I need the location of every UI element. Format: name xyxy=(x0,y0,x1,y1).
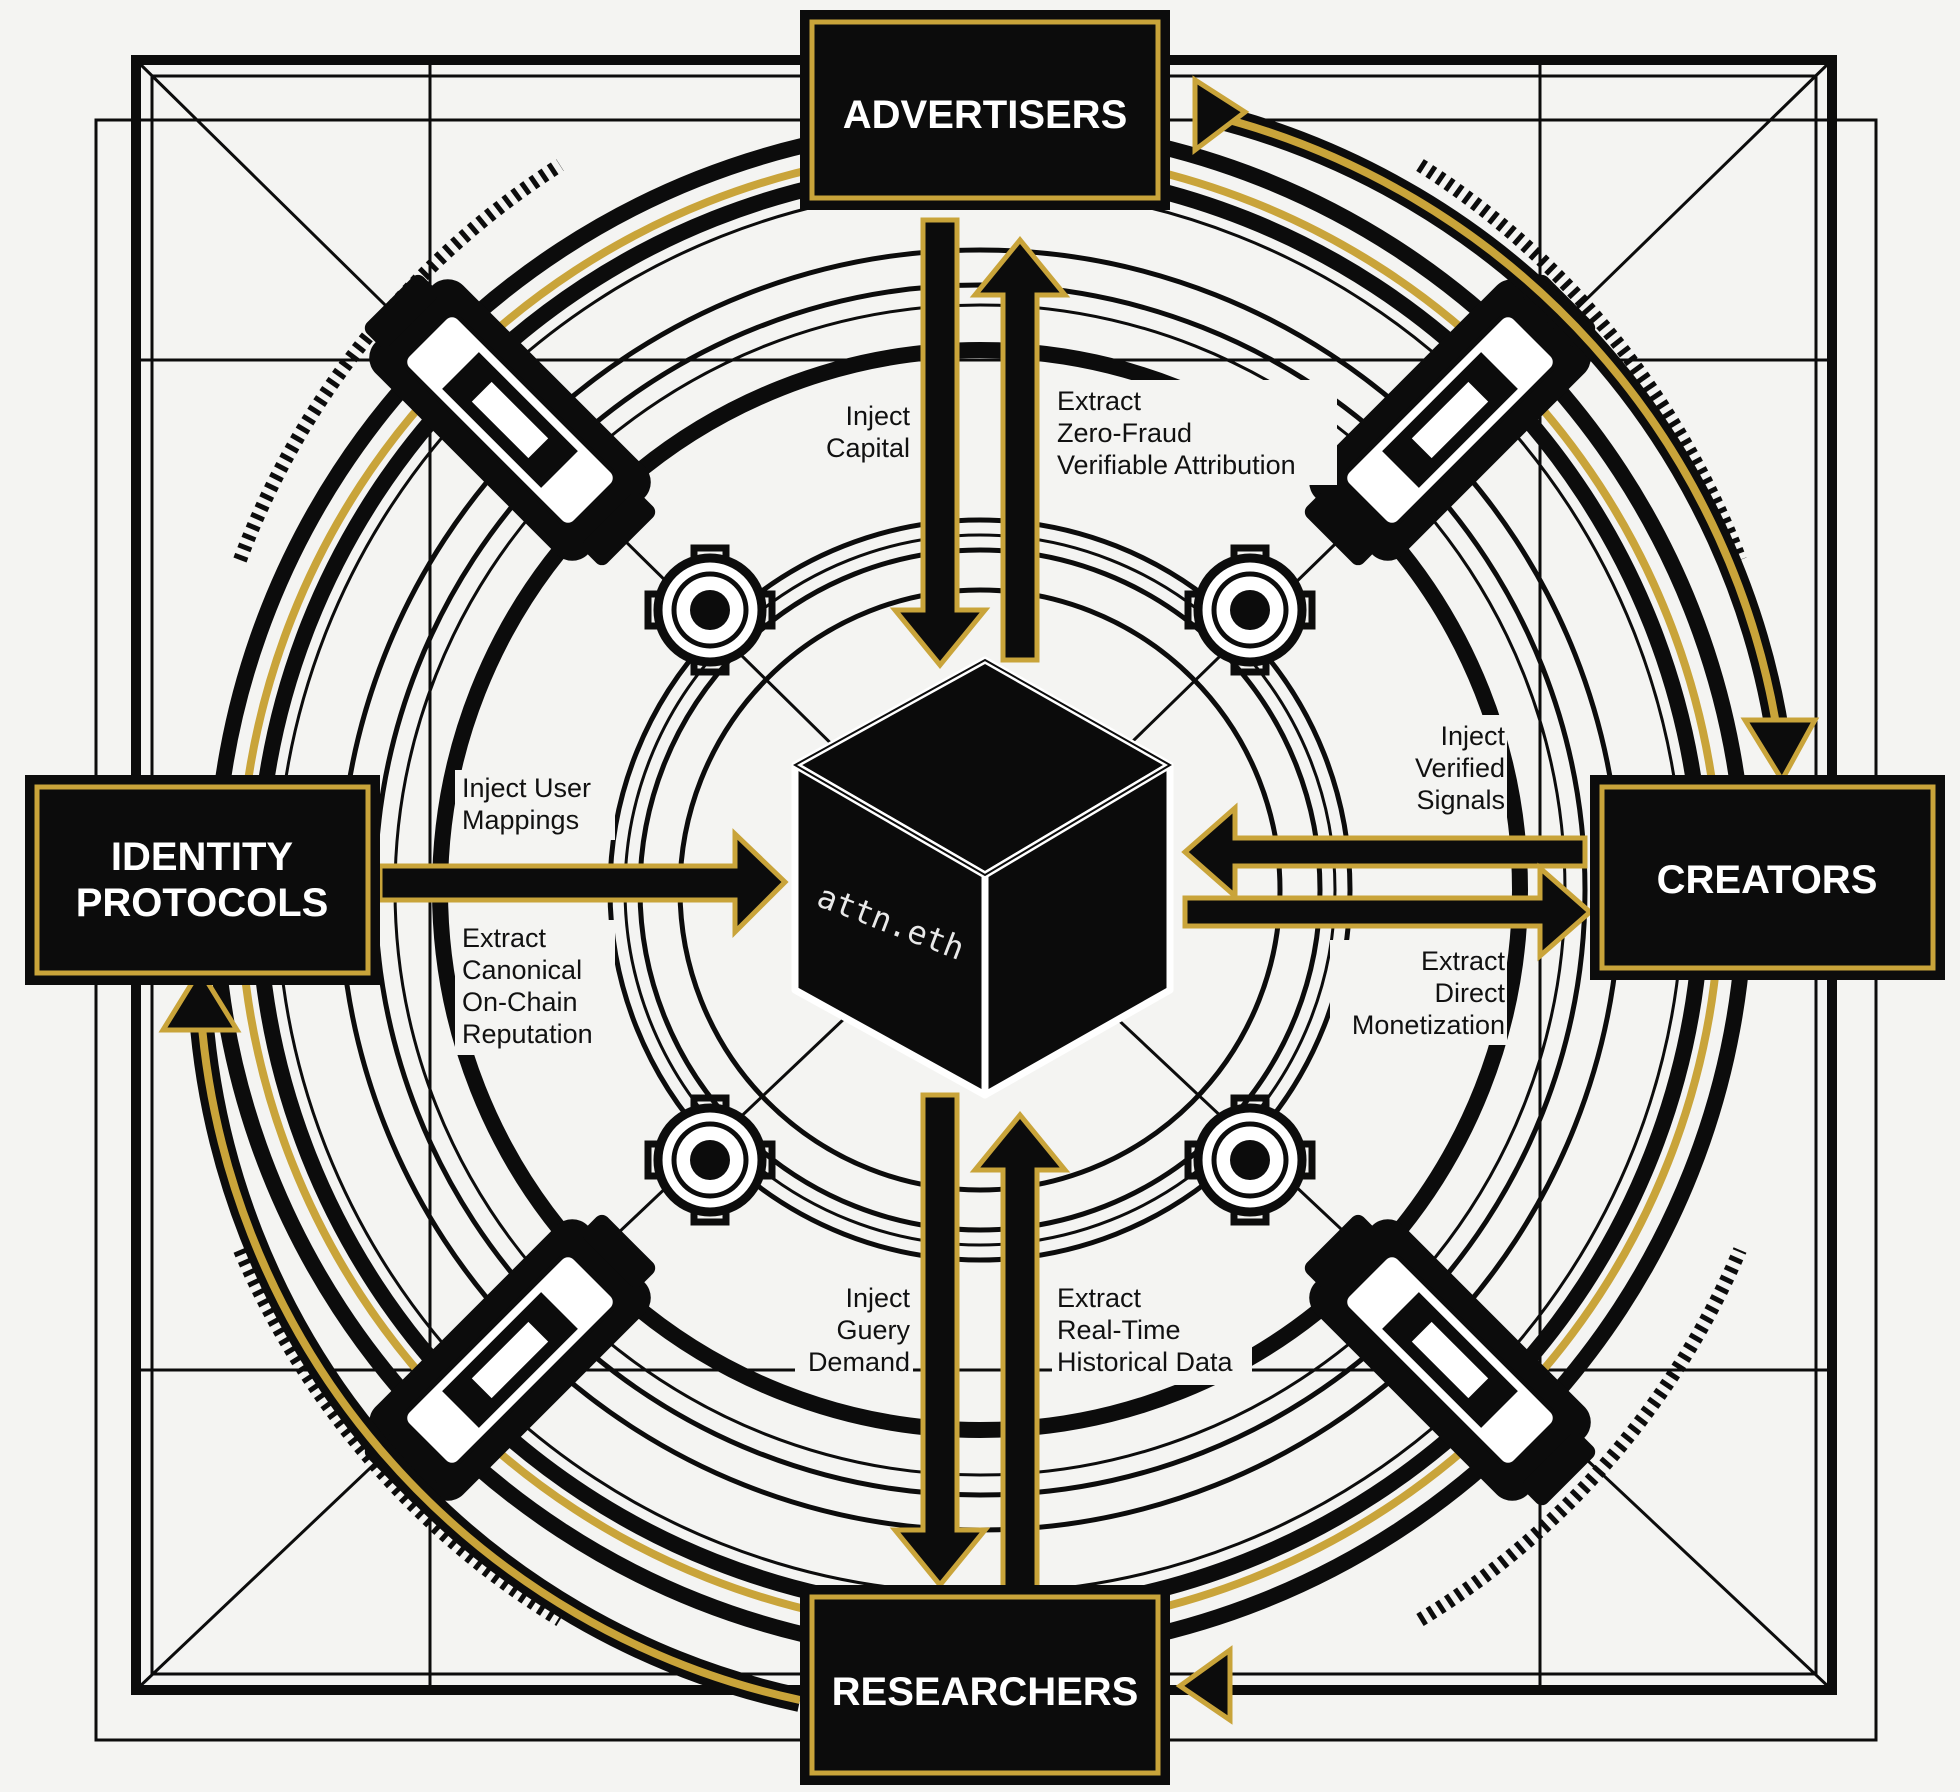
node-advertisers: ADVERTISERS xyxy=(800,10,1170,210)
arrow-advertisers-extract xyxy=(969,236,1071,663)
flow-label-line: Extract xyxy=(1057,1283,1142,1313)
flow-label-line: Demand xyxy=(808,1347,910,1377)
node-creators-label: CREATORS xyxy=(1657,858,1878,902)
flow-label-line: Capital xyxy=(826,433,910,463)
flow-label-line: Zero-Fraud xyxy=(1057,418,1192,448)
node-creators: CREATORS xyxy=(1590,775,1945,980)
arrow-identity-inject xyxy=(377,828,789,939)
flow-label-advertisers-inject: Inject Capital xyxy=(805,395,915,467)
flow-label-creators-extract: Extract Direct Monetization xyxy=(1330,940,1507,1045)
flow-label-line: Extract xyxy=(1421,946,1506,976)
spring-arcs xyxy=(233,159,1747,1626)
node-identity-label-line1: IDENTITY xyxy=(111,835,294,879)
node-researchers-label: RESEARCHERS xyxy=(832,1670,1139,1714)
arrow-creators-inject xyxy=(1181,802,1588,902)
cube-icon: attn.eth xyxy=(791,656,1174,1099)
flow-label-line: Guery xyxy=(836,1315,910,1345)
flow-label-line: Extract xyxy=(1057,386,1142,416)
flow-label-line: Reputation xyxy=(462,1019,593,1049)
flow-label-line: Verifiable Attribution xyxy=(1057,450,1296,480)
arrow-researchers-inject xyxy=(889,1092,991,1589)
node-advertisers-label: ADVERTISERS xyxy=(843,93,1128,137)
flow-label-line: On-Chain xyxy=(462,987,578,1017)
flow-label-line: Inject xyxy=(845,401,910,431)
circulation-arrows xyxy=(158,75,1820,1725)
arrow-creators-extract xyxy=(1182,862,1594,962)
flow-label-line: Verified xyxy=(1415,753,1505,783)
flow-label-identity-extract: Extract Canonical On-Chain Reputation xyxy=(455,920,615,1055)
flow-label-line: Monetization xyxy=(1352,1010,1505,1040)
node-identity-label-line2: PROTOCOLS xyxy=(76,881,329,925)
flow-label-researchers-extract: Extract Real-Time Historical Data xyxy=(1052,1280,1252,1385)
flow-label-line: Direct xyxy=(1434,978,1505,1008)
node-identity-protocols: IDENTITY PROTOCOLS xyxy=(25,775,380,985)
node-researchers: RESEARCHERS xyxy=(800,1585,1170,1785)
flow-label-line: Inject xyxy=(1440,721,1505,751)
flow-label-line: Extract xyxy=(462,923,547,953)
arrow-advertisers-inject xyxy=(889,217,991,669)
flow-label-line: Inject User xyxy=(462,773,591,803)
flow-label-creators-inject: Inject Verified Signals xyxy=(1395,715,1507,820)
flow-label-line: Inject xyxy=(845,1283,910,1313)
flow-label-researchers-inject: Inject Guery Demand xyxy=(795,1280,913,1385)
flow-label-line: Mappings xyxy=(462,805,579,835)
flow-label-line: Historical Data xyxy=(1057,1347,1234,1377)
arrow-researchers-extract xyxy=(969,1111,1071,1593)
flow-label-line: Real-Time xyxy=(1057,1315,1181,1345)
flow-label-line: Signals xyxy=(1416,785,1505,815)
flow-label-advertisers-extract: Extract Zero-Fraud Verifiable Attributio… xyxy=(1052,380,1337,485)
flow-arrows xyxy=(377,217,1594,1593)
flow-label-identity-inject: Inject User Mappings xyxy=(455,770,615,840)
flow-label-line: Canonical xyxy=(462,955,582,985)
